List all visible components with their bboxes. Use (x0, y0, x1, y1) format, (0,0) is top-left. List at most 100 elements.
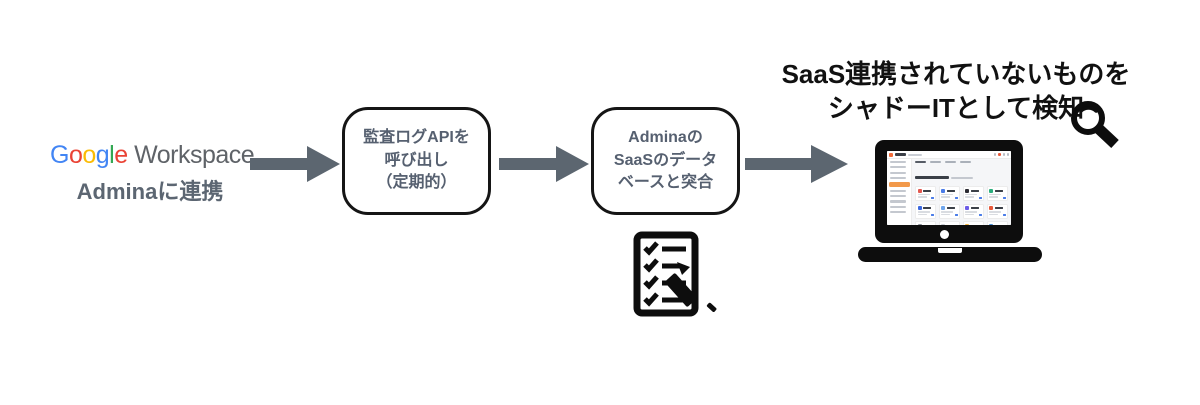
admina-logo-text (895, 153, 906, 156)
laptop-page-subheading (951, 176, 973, 179)
app-icon (941, 223, 946, 225)
laptop-camera-dot (940, 230, 949, 239)
app-icon (965, 188, 970, 193)
app-detail-bar (989, 211, 1002, 213)
laptop-base (858, 247, 1042, 262)
laptop-breadcrumb (908, 153, 922, 156)
laptop-notch (938, 248, 962, 253)
result-heading: SaaS連携されていないものを シャドーITとして検知 (765, 58, 1147, 126)
laptop-app-card (962, 221, 985, 225)
laptop-app-card (938, 203, 961, 219)
source-caption: Adminaに連携 (76, 179, 224, 204)
laptop-sidebar-item (890, 166, 906, 169)
app-detail-bar (917, 211, 930, 213)
app-link-bar (954, 214, 958, 216)
laptop-content (912, 159, 1011, 225)
app-link-bar (930, 214, 934, 216)
app-icon (965, 206, 970, 210)
admina-logo-icon (889, 152, 893, 157)
laptop-app-card (986, 203, 1008, 219)
app-icon (917, 188, 922, 193)
app-detail-bar (917, 213, 927, 216)
laptop-app-card (915, 221, 937, 225)
laptop-topbar (887, 151, 1011, 159)
laptop-app-card (915, 186, 937, 201)
laptop-sidebar-item-active (889, 182, 910, 188)
app-icon (989, 206, 994, 210)
app-icon (989, 223, 994, 225)
laptop-sidebar-item (890, 205, 906, 208)
app-name-bar (994, 224, 1003, 225)
step-box-saas-database-match: Adminaの SaaSのデータ ベースと突合 (591, 107, 740, 215)
laptop-page-heading (915, 175, 949, 179)
laptop-app-card (986, 186, 1008, 201)
laptop-app-card (938, 221, 961, 225)
app-link-bar (1002, 214, 1006, 216)
google-logo-letter: g (95, 141, 110, 169)
app-name-bar (970, 224, 979, 225)
google-logo-letter: o (82, 141, 96, 169)
app-name-bar (946, 189, 955, 192)
app-icon (917, 206, 922, 210)
app-name-bar (923, 207, 931, 209)
laptop-app-card (962, 203, 985, 219)
flow-arrow-icon (250, 144, 340, 184)
app-link-bar (930, 196, 934, 199)
app-detail-bar (941, 196, 951, 198)
laptop-icon (875, 140, 1023, 243)
step-line: 監査ログAPIを (363, 129, 470, 147)
app-name-bar (923, 189, 931, 192)
step-line: SaaSのデータ (613, 151, 718, 169)
laptop-sidebar-item (890, 195, 906, 198)
app-detail-bar (941, 193, 954, 196)
laptop-sidebar-item (890, 211, 906, 214)
laptop-display-admina-dashboard (887, 151, 1011, 225)
laptop-topbar-icons (994, 153, 1009, 156)
app-name-bar (994, 207, 1003, 209)
app-icon (941, 206, 946, 210)
laptop-app-card (915, 203, 937, 219)
app-icon (941, 188, 946, 193)
google-logo-letters: Google (50, 141, 128, 169)
laptop-tabs (915, 161, 1008, 163)
app-detail-bar (941, 213, 951, 216)
laptop-sidebar (887, 159, 912, 225)
flow-arrow-icon (745, 143, 848, 185)
app-name-bar (970, 189, 979, 192)
google-logo-letter: o (68, 141, 83, 169)
laptop-sidebar-item (890, 171, 906, 174)
google-logo-letter: l (109, 141, 115, 169)
laptop-app-card (938, 186, 961, 201)
app-name-bar (970, 207, 979, 209)
laptop-sidebar-item (890, 176, 906, 180)
app-name-bar (923, 224, 931, 225)
app-detail-bar (965, 213, 975, 216)
app-detail-bar (989, 213, 999, 216)
step-line: 呼び出し (384, 151, 449, 169)
laptop-card-grid (915, 186, 1008, 225)
step-box-audit-log-api: 監査ログAPIを 呼び出し （定期的） (342, 107, 491, 215)
result-heading-line2: シャドーITとして検知 (827, 92, 1085, 123)
laptop-app-card (962, 186, 985, 201)
app-icon (917, 223, 922, 225)
app-link-bar (954, 196, 958, 199)
app-icon (989, 188, 994, 193)
app-name-bar (994, 189, 1003, 192)
google-logo-letter: G (50, 141, 69, 169)
app-detail-bar (965, 196, 975, 198)
laptop-sidebar-item (890, 189, 906, 193)
google-logo-letter: e (114, 141, 128, 169)
result-heading-line1: SaaS連携されていないものを (781, 59, 1131, 89)
flow-arrow-icon (499, 144, 589, 184)
step-line: ベースと突合 (617, 174, 714, 192)
app-link-bar (978, 214, 982, 216)
app-name-bar (946, 207, 955, 209)
laptop-app-card (986, 221, 1008, 225)
workspace-label: Workspace (127, 141, 255, 169)
laptop-sidebar-item (890, 200, 906, 203)
app-detail-bar (989, 196, 999, 198)
app-detail-bar (917, 193, 930, 196)
google-workspace-logo: Google Workspace (50, 141, 255, 170)
app-detail-bar (941, 211, 954, 213)
